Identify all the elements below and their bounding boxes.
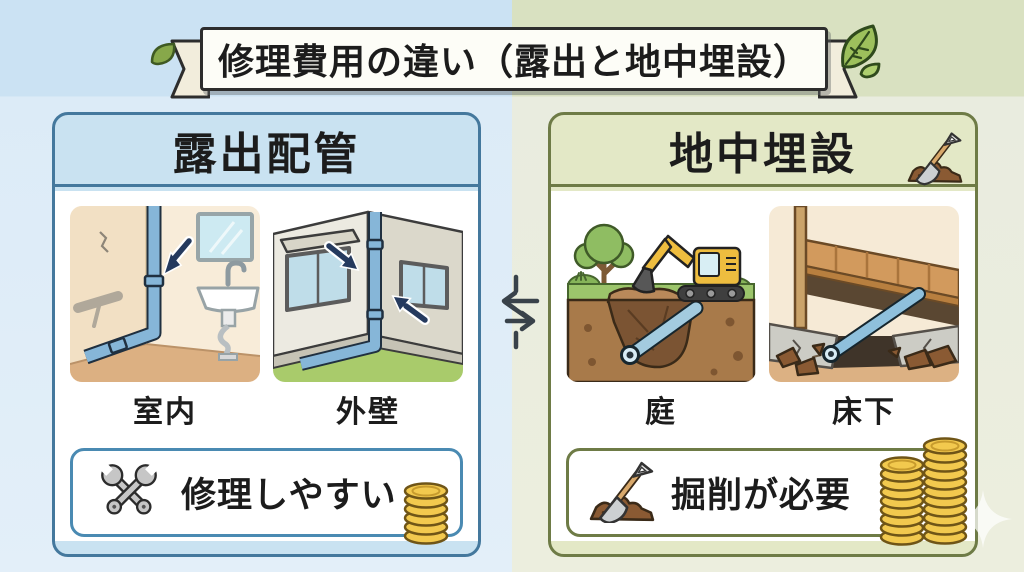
exposed-piping-panel: 露出配管 [52, 112, 481, 557]
back-coin-stack [922, 436, 968, 545]
swap-arrows-icon [501, 274, 540, 350]
easy-repair-text: 修理しやすい [181, 475, 397, 515]
title-plate: 修理費用の違い（露出と地中埋設） [200, 27, 828, 91]
indoor-illustration-frame [70, 205, 260, 382]
tile-garden: 庭 [566, 205, 756, 431]
garden-excavator-illustration [566, 205, 756, 382]
garden-illustration-frame [566, 205, 756, 382]
leaves-icon [841, 24, 881, 79]
excavation-needed-callout: 掘削が必要 [566, 436, 968, 546]
tile-under-floor: 床下 [769, 205, 959, 431]
tile-indoor: 室内 [70, 205, 260, 431]
underground-header: 地中埋設 [551, 115, 975, 187]
page-title: 修理費用の違い（露出と地中埋設） [217, 41, 810, 82]
excavator [631, 234, 745, 302]
exposed-piping-header: 露出配管 [55, 115, 478, 187]
exposed-piping-heading: 露出配管 [172, 129, 361, 179]
sparkle-icon [953, 489, 1013, 549]
indoor-pipe-illustration [70, 205, 260, 382]
underground-heading: 地中埋設 [669, 129, 857, 179]
crossed-wrenches-icon [98, 461, 160, 515]
label-garden: 庭 [645, 395, 677, 429]
arrow-to-pipe [324, 240, 430, 325]
excavation-needed-text: 掘削が必要 [671, 475, 852, 515]
under-floor-illustration [769, 205, 959, 382]
label-indoor: 室内 [133, 395, 197, 429]
label-under-floor: 床下 [832, 395, 896, 429]
rocks [775, 342, 958, 376]
easy-repair-callout: 修理しやすい [70, 447, 463, 545]
shovel-dirt-icon [907, 130, 963, 186]
leaf-icon [150, 42, 176, 66]
underground-panel: 地中埋設 [548, 112, 978, 557]
exterior-illustration-frame [273, 205, 463, 382]
coin-stack-icon [403, 481, 449, 545]
coin-stacks-icon [879, 436, 968, 546]
label-exterior-wall: 外壁 [336, 395, 400, 429]
exposed-piping-body: 室内 [55, 190, 478, 545]
title-banner: 修理費用の違い（露出と地中埋設） [170, 27, 858, 99]
arrow-to-pipe [162, 235, 194, 276]
under-floor-illustration-frame [769, 205, 959, 382]
shovel-dirt-icon [589, 461, 655, 523]
exterior-pipe-illustration [273, 205, 463, 382]
front-coin-stack [879, 455, 925, 546]
underground-body: 庭 [551, 190, 975, 546]
tile-exterior-wall: 外壁 [273, 205, 463, 431]
